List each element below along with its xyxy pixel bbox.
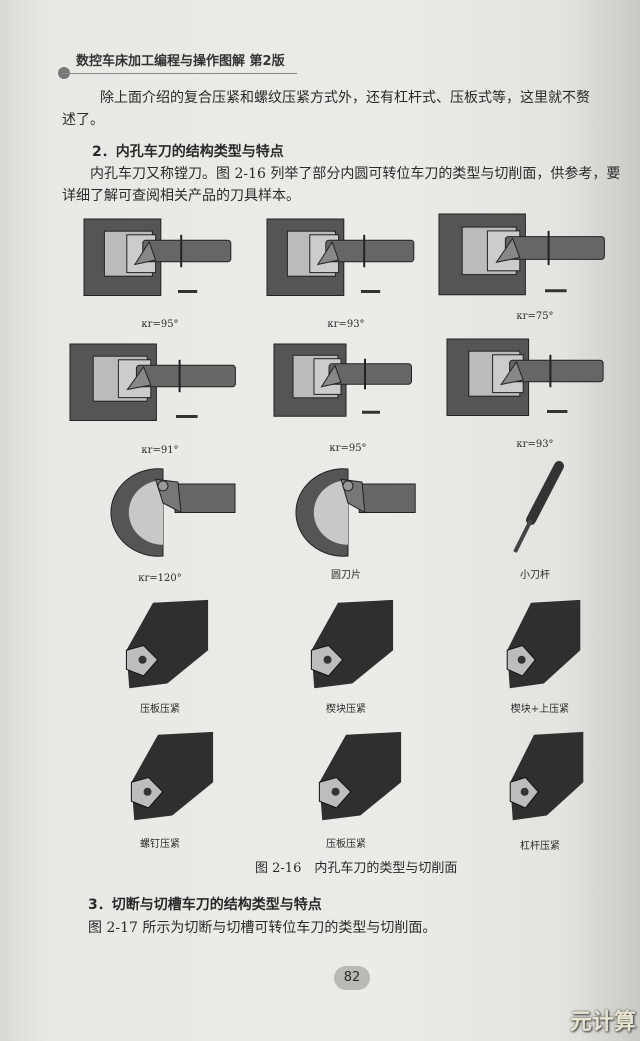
paragraph-1-line-1: 除上面介绍的复合压紧和螺纹压紧方式外，还有杠杆式、压板式等，这里就不赘 — [100, 90, 590, 106]
page-number: 82 — [334, 966, 370, 990]
watermark: 元计算 — [570, 1010, 637, 1035]
figure-caption: κr=120° — [138, 573, 182, 584]
tool-holder-image — [130, 731, 214, 821]
paragraph-1-line-2: 述了。 — [62, 112, 104, 128]
round-boring-diagram — [110, 468, 236, 557]
figure-caption: κr=75° — [516, 311, 554, 322]
round-insert-diagram — [295, 468, 416, 557]
figure-caption: 楔块+上压紧 — [510, 704, 570, 715]
running-header: 数控车床加工编程与操作图解 第2版 — [76, 54, 285, 69]
figure-caption: κr=95° — [329, 443, 367, 454]
figure-caption: 小刀杆 — [520, 570, 550, 581]
figure-caption: 压板压紧 — [140, 704, 180, 715]
section-3-heading: 3．切断与切槽车刀的结构类型与特点 — [88, 897, 322, 913]
tool-holder-image — [125, 599, 209, 689]
boring-tool-diagram — [69, 343, 236, 421]
tool-holder-image — [310, 599, 394, 689]
figure-caption: 螺钉压紧 — [140, 839, 180, 850]
figure-caption: 圆刀片 — [331, 570, 361, 581]
figure-caption: κr=91° — [141, 445, 179, 456]
figure-caption: κr=95° — [141, 319, 179, 330]
figure-caption: 杠杆压紧 — [520, 841, 560, 852]
paragraph-2-line-2: 详细了解可查阅相关产品的刀具样本。 — [62, 188, 300, 204]
boring-tool-diagram — [438, 213, 605, 296]
figure-caption: κr=93° — [327, 319, 365, 330]
boring-tool-diagram — [83, 218, 232, 296]
figure-caption: 楔块压紧 — [326, 704, 366, 715]
small-bar-diagram — [513, 461, 564, 553]
tool-holder-image — [318, 731, 402, 821]
boring-tool-diagram — [446, 338, 604, 416]
paragraph-2-line-1: 内孔车刀又称镗刀。图 2-16 列举了部分内圆可转位车刀的类型与切削面，供参考，… — [90, 166, 621, 182]
tool-holder-image — [506, 599, 581, 689]
figure-caption: 压板压紧 — [326, 839, 366, 850]
tool-holder-image — [509, 731, 584, 821]
section-3-text: 图 2-17 所示为切断与切槽可转位车刀的类型与切削面。 — [88, 920, 437, 936]
header-rule — [62, 73, 297, 74]
section-2-heading: 2．内孔车刀的结构类型与特点 — [92, 144, 284, 160]
figure-caption: κr=93° — [516, 439, 554, 450]
boring-tool-diagram — [273, 343, 412, 417]
boring-tool-diagram — [266, 218, 415, 296]
figure-title: 图 2-16 内孔车刀的类型与切削面 — [255, 861, 458, 876]
